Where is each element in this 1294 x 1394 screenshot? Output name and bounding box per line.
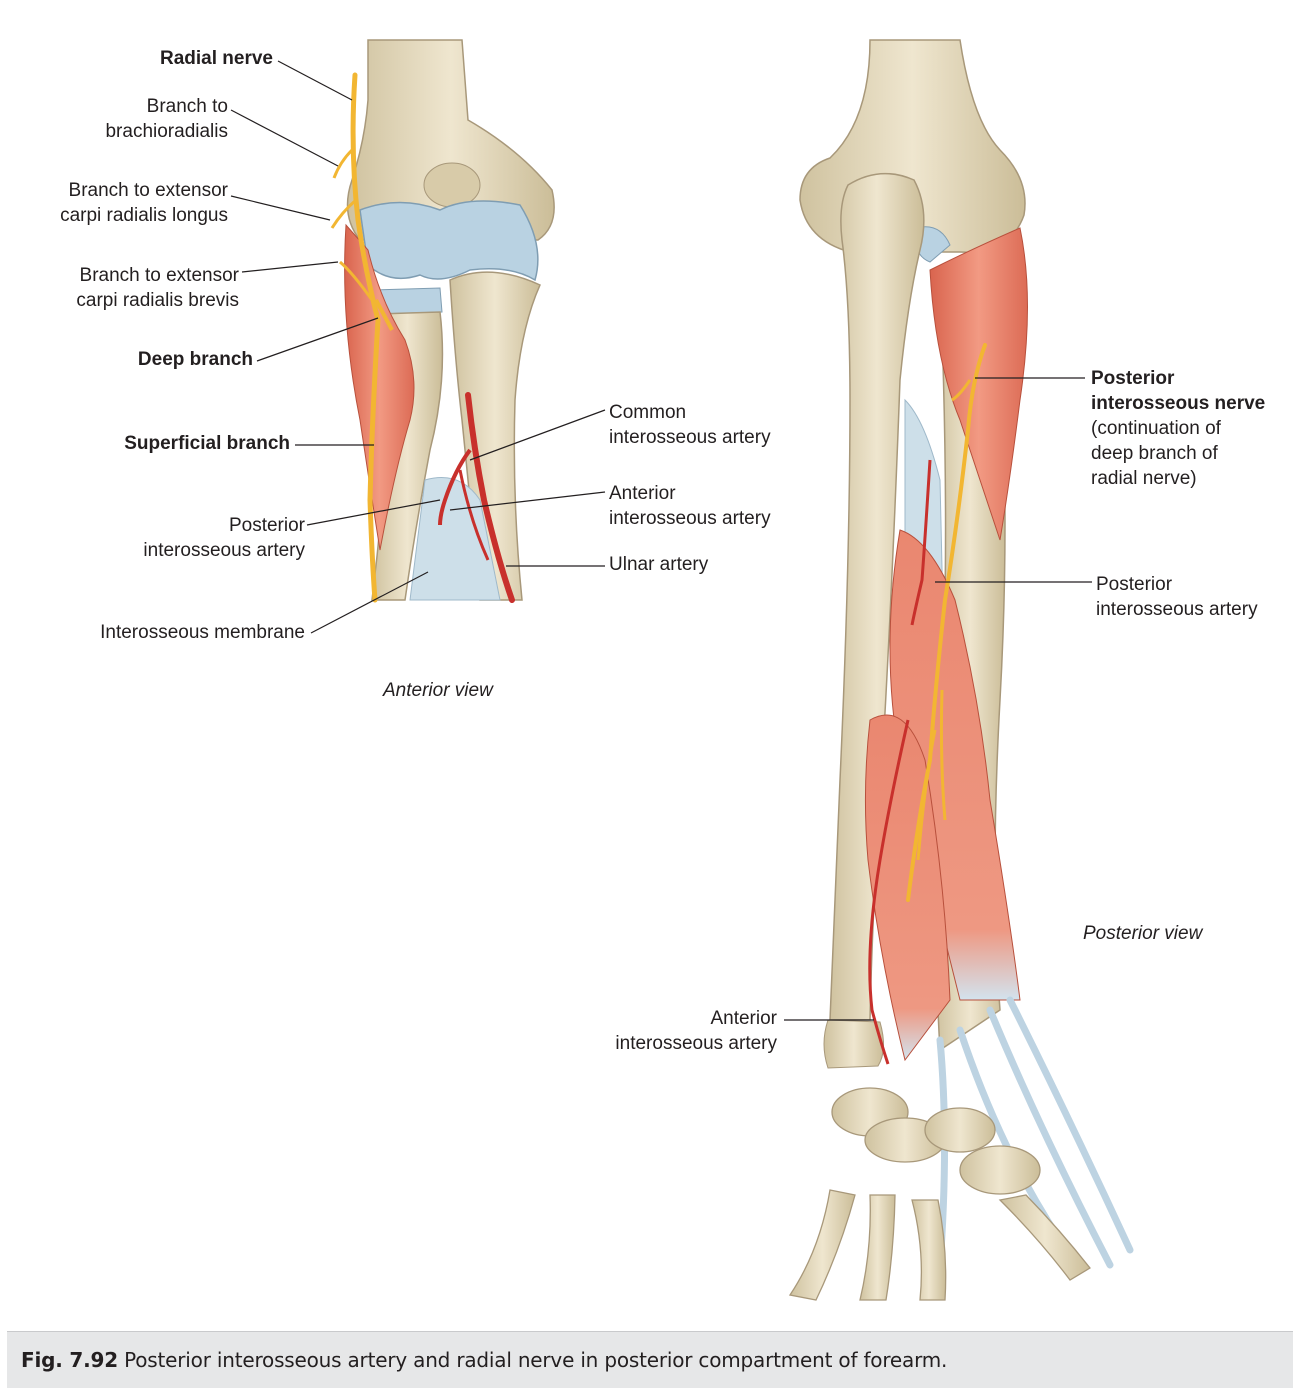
humerus-anterior	[346, 39, 555, 241]
label-deep-branch: Deep branch	[137, 349, 253, 370]
pin-branch-2	[916, 729, 937, 861]
label-interosseous-membrane: Interosseous membrane	[100, 622, 305, 643]
label-common-interosseous-artery: Common interosseous artery	[609, 402, 771, 448]
label-branch-ecrl: Branch to extensor carpi radialis longus	[60, 180, 228, 226]
interosseous-membrane-anterior	[409, 477, 501, 601]
anterior-view-drawing	[230, 39, 606, 634]
tendons-posterior	[934, 996, 1134, 1294]
label-posterior-interosseous-artery-anterior: Posterior interosseous artery	[143, 515, 305, 561]
posterior-view-label: Posterior view	[1083, 923, 1203, 944]
carpal-bones	[788, 1087, 1091, 1301]
pin-branch-3	[951, 379, 972, 402]
label-superficial-branch: Superficial branch	[124, 433, 290, 454]
nerve-branch-brachioradialis	[332, 148, 354, 179]
figure-number: Fig. 7.92	[21, 1348, 118, 1372]
nerve-branch-ecrb	[339, 260, 374, 301]
label-ulnar-artery: Ulnar artery	[609, 554, 709, 575]
radial-nerve-anterior	[350, 72, 381, 603]
anterior-interosseous-anterior	[458, 469, 490, 561]
label-anterior-interosseous-artery-posterior: Anterior interosseous artery	[615, 1008, 777, 1054]
label-radial-nerve: Radial nerve	[160, 48, 273, 69]
anterior-leader-lines	[230, 60, 606, 634]
common-interosseous-anterior	[438, 448, 472, 526]
label-anterior-interosseous-artery-anterior: Anterior interosseous artery	[609, 483, 771, 529]
pin-branch-1	[939, 689, 947, 821]
posterior-interosseous-artery	[910, 459, 932, 626]
ulnar-artery-anterior	[465, 392, 515, 603]
label-branch-ecrb: Branch to extensor carpi radialis brevis	[76, 265, 239, 311]
anterior-view-label: Anterior view	[383, 680, 493, 701]
posterior-leader-lines	[784, 377, 1092, 1021]
muscle-anterior-lateral	[344, 223, 415, 551]
label-posterior-interosseous-artery-posterior: Posterior interosseous artery	[1096, 574, 1258, 620]
nerve-deep-branch	[374, 299, 394, 331]
ulna-posterior	[829, 172, 925, 1021]
posterior-view-drawing	[784, 39, 1134, 1301]
figure-caption: Fig. 7.92 Posterior interosseous artery …	[7, 1331, 1293, 1388]
label-posterior-interosseous-nerve: Posterior interosseous nerve (continuati…	[1091, 368, 1266, 489]
ulna-distal-posterior	[823, 1019, 884, 1069]
anterior-interosseous-artery-posterior	[868, 719, 910, 1065]
figure-caption-text: Posterior interosseous artery and radial…	[124, 1348, 948, 1372]
humerus-cartilage	[359, 200, 539, 282]
label-branch-brachioradialis: Branch to brachioradialis	[105, 96, 228, 142]
nerve-branch-ecrl	[330, 198, 357, 229]
